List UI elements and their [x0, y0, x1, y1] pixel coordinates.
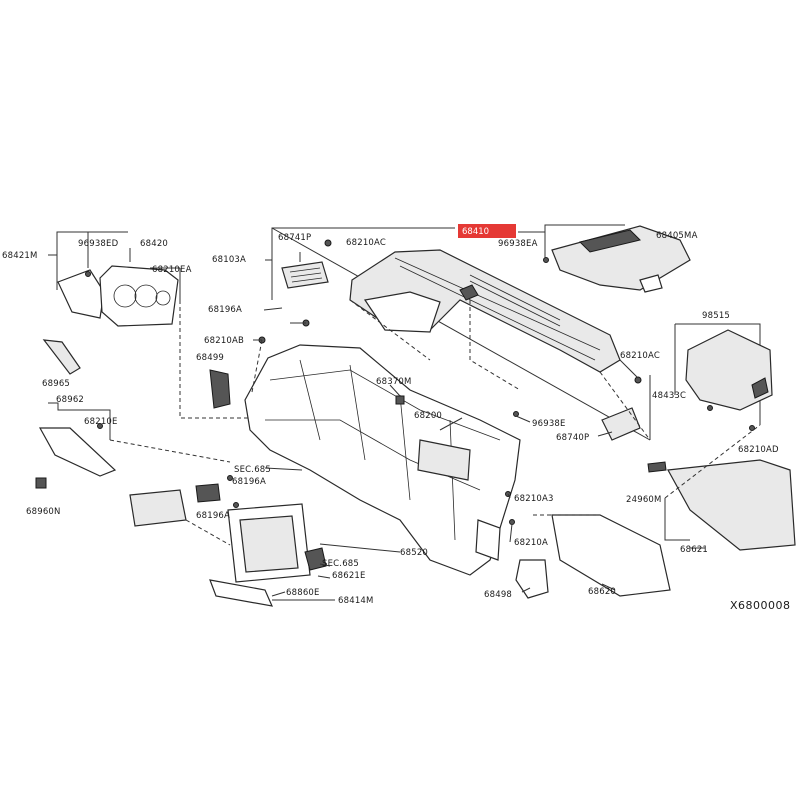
meter-hood-group — [48, 231, 181, 327]
label-68210e: 68210E — [84, 417, 118, 427]
label-68420: 68420 — [140, 239, 168, 249]
label-68200: 68200 — [414, 411, 442, 421]
label-68741p: 68741P — [278, 233, 311, 243]
label-96938e: 96938E — [532, 419, 566, 429]
dashboard-top-part — [349, 249, 621, 373]
label-68410: 68410 — [462, 227, 489, 237]
diagram-code: X6800008 — [730, 599, 791, 612]
label-68520: 68520 — [400, 548, 428, 558]
label-68421m: 68421M — [2, 251, 38, 261]
label-68499: 68499 — [196, 353, 224, 363]
highlight-box — [458, 224, 516, 238]
part-labels: 68421M 96938ED 68420 68210EA 68103A 6874… — [2, 227, 791, 612]
label-68620: 68620 — [588, 587, 616, 597]
meter-hood-part — [57, 269, 105, 319]
label-98515: 98515 — [702, 311, 730, 321]
cluster-housing-part — [99, 265, 179, 327]
label-68498: 68498 — [484, 590, 512, 600]
label-68210a3: 68210A3 — [514, 494, 554, 504]
label-68405ma: 68405MA — [656, 231, 698, 241]
label-68740p: 68740P — [556, 433, 589, 443]
label-68621e: 68621E — [332, 571, 366, 581]
solid-leaders — [253, 307, 705, 601]
left-trim-parts — [35, 339, 117, 489]
label-sec685-b: SEC.685 — [322, 559, 359, 569]
label-68210a: 68210A — [514, 538, 548, 548]
panel-bracket-lines — [265, 227, 651, 441]
label-96938ea: 96938EA — [498, 239, 538, 249]
label-68196a-top: 68196A — [208, 305, 242, 315]
label-68103a: 68103A — [212, 255, 246, 265]
label-68962: 68962 — [56, 395, 84, 405]
label-24960m: 24960M — [626, 495, 662, 505]
label-68210ac-right: 68210AC — [620, 351, 660, 361]
label-48433c: 48433C — [652, 391, 686, 401]
dashed-leaders — [109, 299, 761, 546]
label-68196a-mid: 68196A — [232, 477, 266, 487]
top-cover-part — [518, 224, 691, 293]
label-68210ad: 68210AD — [738, 445, 779, 455]
label-68210ac-top: 68210AC — [346, 238, 386, 248]
label-68965: 68965 — [42, 379, 70, 389]
label-68860e: 68860E — [286, 588, 320, 598]
label-68210ea: 68210EA — [152, 265, 192, 275]
label-68621: 68621 — [680, 545, 708, 555]
side-vent-part — [281, 239, 332, 289]
crossmember-frame-part — [244, 344, 549, 599]
center-display-group — [129, 483, 327, 607]
label-sec685-a: SEC.685 — [234, 465, 271, 475]
label-96938ed: 96938ED — [78, 239, 119, 249]
airbag-module-group — [674, 323, 773, 431]
68196A-bezel-part — [129, 489, 187, 527]
label-68370m: 68370M — [376, 377, 412, 387]
68498-part — [515, 559, 549, 599]
glovebox-group — [551, 459, 796, 597]
label-68210ab: 68210AB — [204, 336, 244, 346]
label-68414m: 68414M — [338, 596, 374, 606]
label-68960n: 68960N — [26, 507, 61, 517]
label-68196a-low: 68196A — [196, 511, 230, 521]
